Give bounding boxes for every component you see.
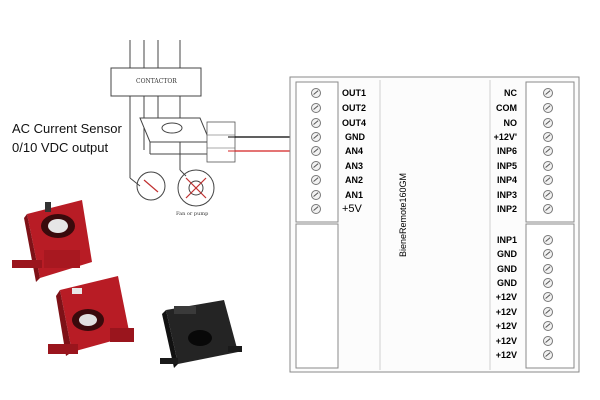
screw	[543, 350, 553, 360]
screw	[543, 292, 553, 302]
terminal-label-com: COM	[496, 103, 517, 113]
terminal-label-inp4: INP4	[496, 175, 517, 185]
terminal-label-inp6: INP6	[496, 146, 517, 156]
terminal-label-an4: AN4	[345, 146, 364, 156]
terminal-label-an2: AN2	[345, 175, 364, 185]
terminal-label-12v: +12V	[495, 321, 517, 331]
black-current-sensor	[160, 300, 242, 368]
screw	[543, 161, 553, 171]
screw	[543, 190, 553, 200]
terminal-label-12v-aux: +12V'	[493, 132, 517, 142]
screw	[311, 88, 321, 98]
sensor-caption: AC Current Sensor 0/10 VDC output	[12, 119, 122, 157]
device-name: BieneRemote160GM	[388, 160, 418, 270]
terminal-label-inp5: INP5	[496, 161, 517, 171]
screw	[543, 321, 553, 331]
screw	[543, 235, 553, 245]
screw	[543, 132, 553, 142]
screw	[311, 175, 321, 185]
screw	[311, 204, 321, 214]
terminal-label-out1: OUT1	[342, 88, 367, 98]
screw	[543, 336, 553, 346]
terminal-label-gnd: GND	[497, 278, 517, 288]
screw	[543, 146, 553, 156]
terminal-label-inp3: INP3	[496, 190, 517, 200]
screw	[543, 204, 553, 214]
caption-line-2: 0/10 VDC output	[12, 140, 109, 155]
terminal-label-12v: +12V	[495, 350, 517, 360]
terminal-label-12v: +12V	[495, 336, 517, 346]
terminal-label-out4: OUT4	[342, 118, 367, 128]
terminal-label-inp1: INP1	[496, 235, 517, 245]
terminal-label-nc: NC	[504, 88, 517, 98]
screw	[311, 132, 321, 142]
caption-line-1: AC Current Sensor	[12, 121, 122, 136]
screw	[543, 264, 553, 274]
screw	[543, 88, 553, 98]
contactor-box	[110, 67, 202, 97]
red-current-sensor-large	[12, 200, 92, 282]
terminal-label-gnd: GND	[345, 132, 365, 142]
terminal-label-12v: +12V	[495, 292, 517, 302]
terminal-label-out2: OUT2	[342, 103, 367, 113]
terminal-label-an1: AN1	[345, 190, 364, 200]
screw	[311, 190, 321, 200]
screw	[543, 118, 553, 128]
screw	[543, 307, 553, 317]
controller-module	[289, 76, 580, 373]
terminal-label-5v: +5V	[342, 203, 362, 215]
screw	[311, 103, 321, 113]
screw	[543, 278, 553, 288]
pump-label: Fan or pump	[176, 211, 209, 217]
screw	[543, 249, 553, 259]
red-current-sensor-split-core	[48, 276, 134, 356]
screw	[543, 103, 553, 113]
terminal-label-inp2: INP2	[496, 204, 517, 214]
screw	[543, 175, 553, 185]
screw	[311, 161, 321, 171]
terminal-label-an3: AN3	[345, 161, 364, 171]
device-name-text: BieneRemote160GM	[398, 172, 408, 258]
terminal-label-12v: +12V	[495, 307, 517, 317]
terminal-label-no: NO	[503, 118, 518, 128]
contactor-label: CONTACTOR	[136, 78, 177, 85]
terminal-label-gnd: GND	[497, 249, 517, 259]
screw	[311, 146, 321, 156]
screw	[311, 118, 321, 128]
terminal-label-gnd: GND	[497, 264, 517, 274]
